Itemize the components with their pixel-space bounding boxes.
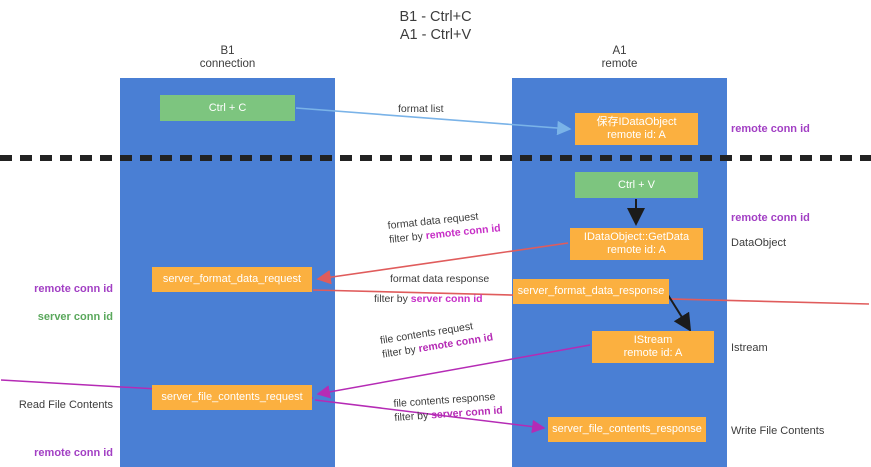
node-server-format-data-request[interactable]: server_format_data_request	[152, 267, 312, 292]
arrow-response-istream	[667, 294, 692, 332]
column-header-b1: B1 connection	[199, 45, 256, 70]
edge-label-format-data-response: format data response filter by server co…	[374, 272, 489, 306]
annotation-read-file-contents: Read File Contents	[18, 399, 113, 411]
annotation-left-remote-conn-id: remote conn id	[34, 283, 113, 295]
edge-label-format-list: format list	[398, 102, 444, 116]
node-server-file-contents-response[interactable]: server_file_contents_response	[548, 417, 706, 442]
node-idataobject-getdata[interactable]: IDataObject::GetData remote id: A	[570, 228, 703, 260]
arrow-file-contents-request	[316, 344, 591, 399]
annotation-left-keys-file: Read File Contents remote conn id server…	[5, 384, 113, 467]
node-idataobject[interactable]: 保存IDataObject remote id: A	[575, 113, 698, 145]
arrow-format-data-request	[316, 242, 569, 285]
column-header-a1: A1 remote	[601, 45, 638, 70]
node-istream[interactable]: IStream remote id: A	[592, 331, 714, 363]
annotation-remote-conn-id-mid: remote conn id	[731, 212, 810, 224]
arrow-format-list	[295, 107, 572, 136]
edge-label-format-list-text: format list	[398, 103, 444, 115]
annotation-dataobject: DataObject	[731, 237, 787, 249]
node-server-file-contents-request[interactable]: server_file_contents_request	[152, 385, 312, 410]
node-server-format-data-response[interactable]: server_format_data_response	[513, 279, 669, 304]
node-ctrl-c[interactable]: Ctrl + C	[160, 95, 295, 121]
phase-divider	[0, 155, 871, 161]
annotation-left-keys-format: remote conn id server conn id	[5, 268, 113, 338]
edge-label-format-data-response-text: format data response	[390, 273, 490, 285]
annotation-left-server-conn-id: server conn id	[37, 311, 113, 323]
annotation-write-file-contents: Write File Contents	[731, 425, 825, 437]
edge-label-format-data-response-filter: filter by server conn id	[374, 293, 483, 305]
page-title: B1 - Ctrl+C A1 - Ctrl+V	[399, 9, 472, 43]
key-server-conn-id: server conn id	[410, 293, 483, 305]
node-ctrl-v[interactable]: Ctrl + V	[575, 172, 698, 198]
annotation-left2-remote-conn-id: remote conn id	[34, 447, 113, 459]
arrow-file-contents-response	[314, 399, 546, 434]
annotation-istream: Istream	[731, 342, 768, 354]
annotation-remote-conn-id-top: remote conn id	[731, 123, 810, 135]
